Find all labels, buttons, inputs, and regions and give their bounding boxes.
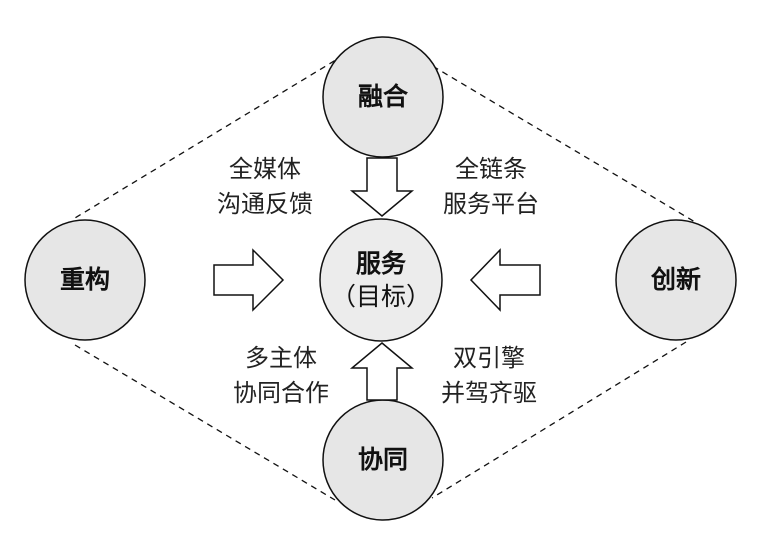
label-bottom-right-1: 双引擎 (453, 344, 525, 372)
label-top-right-2: 服务平台 (443, 190, 539, 218)
dashed-diamond (74, 54, 696, 501)
node-top-circle (322, 36, 444, 158)
label-top-left-1: 全媒体 (229, 155, 301, 183)
label-bottom-left-1: 多主体 (245, 344, 317, 372)
arrow-up-icon (349, 342, 415, 401)
dashed-edge-bottom-right (431, 341, 687, 499)
node-left-circle (24, 219, 146, 341)
node-right-circle (615, 219, 737, 341)
node-left-label: 重构 (59, 265, 110, 294)
node-center-circle (319, 218, 443, 342)
node-center-sublabel: （目标） (330, 282, 431, 311)
node-bottom-label: 协同 (357, 445, 408, 474)
dashed-edge-top-left (74, 54, 345, 219)
label-bottom-right-2: 并驾齐驱 (441, 379, 537, 407)
arrow-right-icon (213, 248, 285, 312)
node-center-label: 服务 (355, 249, 406, 278)
label-bottom-left-2: 协同合作 (233, 379, 329, 407)
arrow-down-icon (349, 157, 415, 217)
node-right-label: 创新 (650, 265, 701, 294)
label-top-right-1: 全链条 (455, 155, 527, 183)
label-top-left-2: 沟通反馈 (217, 190, 313, 218)
arrow-left-icon (469, 248, 541, 312)
node-top-label: 融合 (357, 82, 408, 111)
